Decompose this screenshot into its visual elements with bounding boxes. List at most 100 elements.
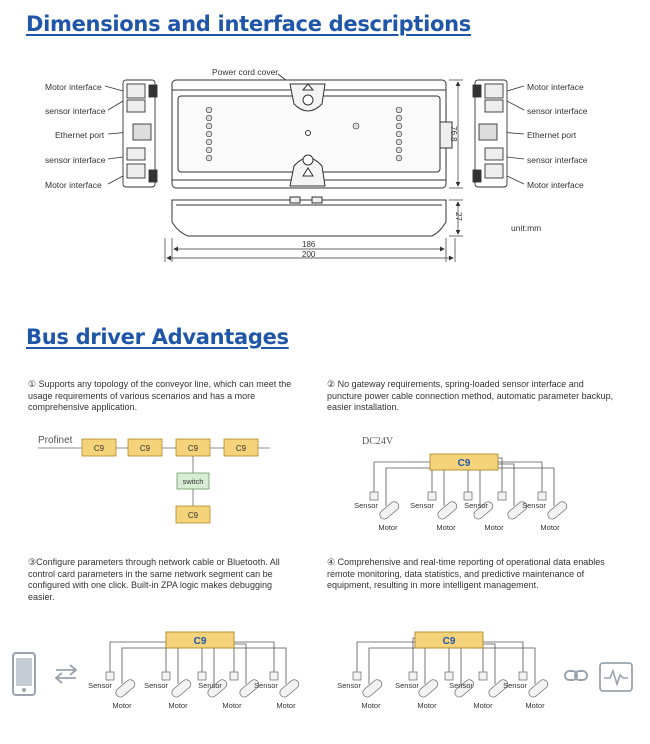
card-c9 <box>429 453 499 471</box>
sensor-box <box>497 491 507 501</box>
sensor-box <box>427 491 437 501</box>
card-c9-4: C9 <box>236 444 247 453</box>
sensor-label: Sensor <box>254 681 278 690</box>
right-label-ethernet: Ethernet port <box>527 130 577 140</box>
sensor-box <box>537 491 547 501</box>
status-leds <box>205 106 403 162</box>
motor-roller <box>437 501 458 520</box>
card-c9 <box>414 631 484 649</box>
motor-roller <box>547 501 568 520</box>
sensor-label: Sensor <box>354 501 378 510</box>
sensor-box <box>352 671 362 681</box>
motor-label: Motor <box>168 701 188 710</box>
sensor-box <box>463 491 473 501</box>
sensor-label: Sensor <box>144 681 168 690</box>
left-label-ethernet: Ethernet port <box>55 130 105 140</box>
unit-label: unit:mm <box>511 223 542 233</box>
sensor-label: Sensor <box>395 681 419 690</box>
sensor-label: Sensor <box>198 681 222 690</box>
right-label-motor-bottom: Motor interface <box>527 180 584 190</box>
right-label-motor-top: Motor interface <box>527 82 584 92</box>
advantage-2-text: ② No gateway requirements, spring-loaded… <box>327 379 614 412</box>
motor-roller <box>418 679 439 698</box>
sensor-box <box>369 491 379 501</box>
sensor-label: Sensor <box>522 501 546 510</box>
monitor-pulse-icon <box>599 662 633 692</box>
exchange-arrows-icon <box>54 664 78 684</box>
sensor-label: Sensor <box>503 681 527 690</box>
sensor-label: Sensor <box>464 501 488 510</box>
sensor-box <box>269 671 279 681</box>
motor-roller <box>528 679 549 698</box>
card-c9-label: C9 <box>458 458 471 469</box>
dimension-height: 76.8 <box>449 126 458 142</box>
left-label-motor-bottom: Motor interface <box>45 180 102 190</box>
right-side-view <box>472 79 508 188</box>
motor-label: Motor <box>361 701 381 710</box>
motor-roller <box>454 679 475 698</box>
card-c9-3: C9 <box>188 444 199 453</box>
front-profile <box>171 196 447 237</box>
motor-roller <box>507 501 528 520</box>
switch-label: switch <box>183 477 204 486</box>
power-cord-cover <box>289 83 326 187</box>
motor-label: Motor <box>378 523 398 532</box>
right-label-sensor-bottom: sensor interface <box>527 155 588 165</box>
motor-roller <box>239 679 260 698</box>
motor-label: Motor <box>276 701 296 710</box>
motor-label: Motor <box>484 523 504 532</box>
dimension-outer-width: 200 <box>302 250 316 259</box>
motor-label: Motor <box>222 701 242 710</box>
card-c9-5: C9 <box>188 511 199 520</box>
left-side-view <box>122 79 158 188</box>
sensor-box <box>229 671 239 681</box>
motor-label: Motor <box>473 701 493 710</box>
power-cord-cover-label: Power cord cover <box>212 67 279 77</box>
right-label-sensor-top: sensor interface <box>527 106 588 116</box>
sensor-box <box>105 671 115 681</box>
motor-roller <box>488 679 509 698</box>
motor-label: Motor <box>112 701 132 710</box>
motor-roller <box>362 679 383 698</box>
dimension-inner-width: 186 <box>302 240 316 249</box>
advantage-1-text: ① Supports any topology of the conveyor … <box>28 379 292 412</box>
motor-label: Motor <box>436 523 456 532</box>
sensor-box <box>444 671 454 681</box>
motor-label: Motor <box>540 523 560 532</box>
motor-roller <box>473 501 494 520</box>
card-c9-1: C9 <box>94 444 105 453</box>
advantage-3-text: ③Configure parameters through network ca… <box>28 557 280 602</box>
section-title-dimensions: Dimensions and interface descriptions <box>26 12 471 36</box>
dc24v-label: DC24V <box>362 436 394 447</box>
dimension-drawing <box>104 73 525 262</box>
profinet-label: Profinet <box>38 435 73 446</box>
motor-roller <box>279 679 300 698</box>
sensor-box <box>161 671 171 681</box>
motor-roller <box>207 679 228 698</box>
sensor-box <box>518 671 528 681</box>
advantage-4-text: ④ Comprehensive and real-time reporting … <box>327 557 605 590</box>
section-title-advantages: Bus driver Advantages <box>26 325 289 349</box>
card-c9 <box>165 631 235 649</box>
motor-label: Motor <box>525 701 545 710</box>
left-label-sensor-bottom: sensor interface <box>45 155 106 165</box>
sensor-label: Sensor <box>337 681 361 690</box>
phone-icon <box>12 652 36 696</box>
card-c9-label: C9 <box>194 636 207 647</box>
motor-roller <box>379 501 400 520</box>
motor-roller <box>115 679 136 698</box>
card-c9-2: C9 <box>140 444 151 453</box>
dimension-depth: 27 <box>454 212 463 221</box>
sensor-box <box>197 671 207 681</box>
profinet-topology-diagram: Profinet C9 C9 C9 C9 switch C9 <box>38 435 270 524</box>
sensor-box <box>478 671 488 681</box>
motor-label: Motor <box>417 701 437 710</box>
sensor-box <box>408 671 418 681</box>
sensor-label: Sensor <box>410 501 434 510</box>
left-label-sensor-top: sensor interface <box>45 106 106 116</box>
motor-roller <box>171 679 192 698</box>
sensor-label: Sensor <box>88 681 112 690</box>
